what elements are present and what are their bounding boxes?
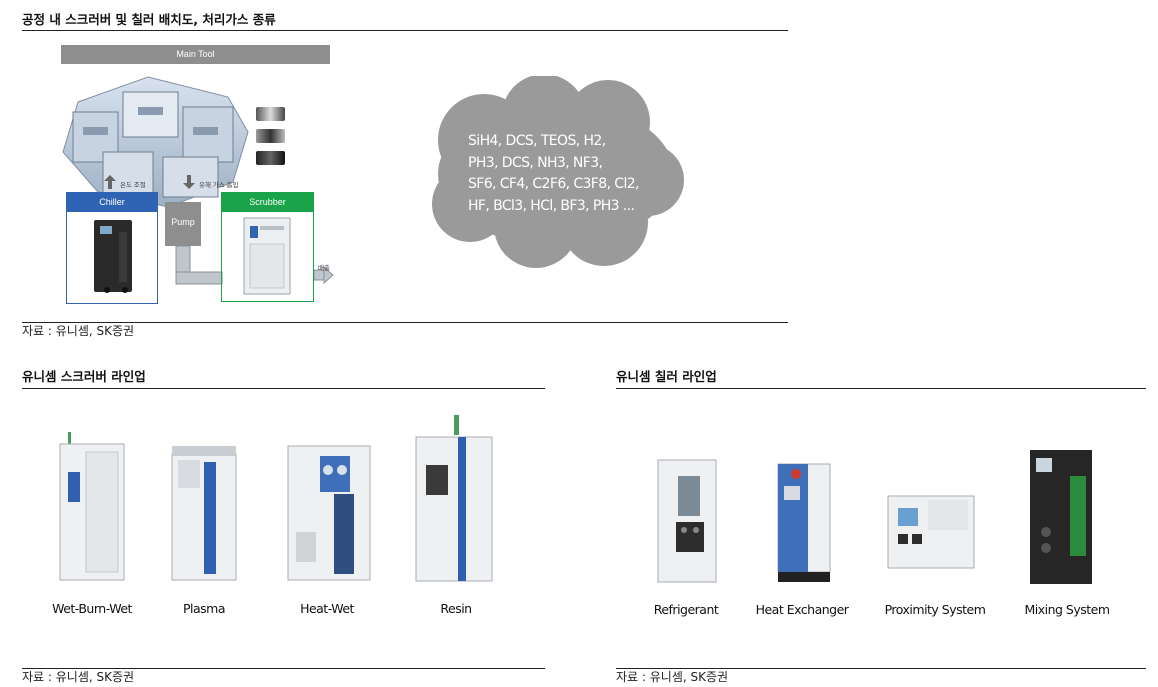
refrigerant-chiller-image	[657, 459, 717, 583]
scrubber-title-rule	[22, 388, 545, 389]
scrubber-product-label: Wet-Burn-Wet	[52, 601, 132, 616]
chiller-product-label: Heat Exchanger	[755, 602, 849, 617]
mixing-system-chiller-image	[1030, 450, 1092, 584]
wafer-row	[256, 126, 290, 145]
fpd-glass-image	[256, 150, 285, 165]
gas-line: SiH4, DCS, TEOS, H2,	[468, 133, 606, 149]
scrubber-source-rule	[22, 668, 545, 669]
scrubber-product-label: Plasma	[182, 601, 226, 616]
top-source-note: 자료 : 유니셈, SK증권	[22, 324, 135, 338]
chiller-title-rule	[616, 388, 1146, 389]
chiller-unit-image	[94, 220, 132, 293]
scrubber-box: Scrubber	[221, 192, 314, 302]
main-tool-machine-image	[62, 76, 249, 208]
semiconductor-wafer-image	[256, 106, 285, 121]
gas-line: HF, BCl3, HCl, BF3, PH3 ...	[468, 197, 635, 214]
wafer-row	[256, 104, 290, 123]
top-source-rule	[22, 322, 788, 323]
heat-exchanger-chiller-image	[777, 463, 831, 582]
chiller-section-title: 유니셈 칠러 라인업	[616, 369, 717, 384]
chiller-source-rule	[616, 668, 1146, 669]
resin-scrubber-image	[415, 415, 493, 582]
top-section-title: 공정 내 스크러버 및 칠러 배치도, 처리가스 종류	[22, 12, 276, 27]
gas-line: PH3, DCS, NH3, NF3,	[468, 154, 603, 171]
chiller-box: Chiller	[66, 192, 158, 304]
gas-cloud-shape	[432, 76, 684, 268]
chiller-product-label: Mixing System	[1024, 602, 1110, 617]
process-layout-diagram: Main Tool 온도 조절	[58, 42, 358, 308]
exhaust-arrow-icon	[314, 266, 334, 284]
scrubber-product-label: Heat-Wet	[300, 601, 354, 616]
scrubber-section-title: 유니셈 스크러버 라인업	[22, 369, 146, 384]
top-title-rule	[22, 30, 788, 31]
exhaust-label: 배출	[318, 265, 330, 272]
heat-wet-scrubber-image	[287, 445, 371, 581]
led-wafer-image	[256, 128, 285, 143]
chiller-product-label: Proximity System	[884, 602, 986, 617]
scrubber-label: Scrubber	[222, 193, 313, 212]
main-tool-label: Main Tool	[61, 45, 330, 64]
toxic-gas-inflow-label: 유해 가스 흡입	[199, 182, 239, 189]
pump-duct-image	[175, 246, 223, 285]
scrubber-source-note: 자료 : 유니셈, SK증권	[22, 670, 135, 684]
chiller-product-label: Refrigerant	[653, 602, 719, 617]
chiller-label: Chiller	[67, 193, 157, 212]
temp-control-label: 온도 조절	[120, 182, 146, 189]
scrubber-product-label: Resin	[440, 601, 472, 616]
wafer-row	[256, 148, 290, 167]
chiller-source-note: 자료 : 유니셈, SK증권	[616, 670, 729, 684]
wafer-legend	[256, 104, 290, 170]
process-gas-list: SiH4, DCS, TEOS, H2, PH3, DCS, NH3, NF3,…	[468, 131, 688, 217]
gas-line: SF6, CF4, C2F6, C3F8, Cl2,	[468, 176, 640, 192]
scrubber-unit-image	[243, 217, 291, 295]
plasma-scrubber-image	[171, 446, 237, 581]
proximity-system-chiller-image	[887, 495, 975, 569]
pump-box: Pump	[165, 202, 201, 246]
wet-burn-wet-scrubber-image	[59, 432, 125, 581]
arrow-up-icon	[104, 175, 116, 189]
arrow-down-icon	[183, 175, 195, 189]
